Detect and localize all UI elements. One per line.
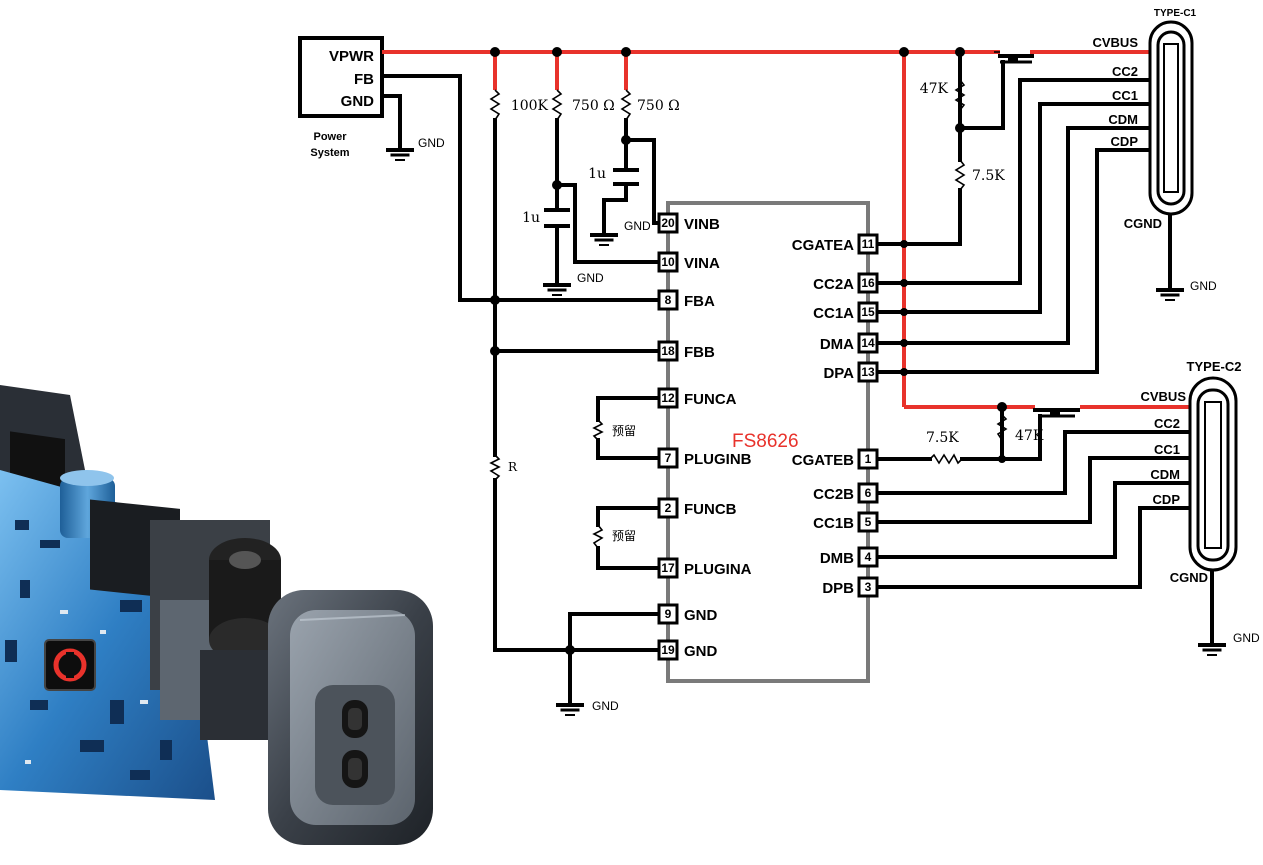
- label-47k-bot: 47K: [1015, 428, 1044, 444]
- svg-text:5: 5: [865, 515, 872, 529]
- label-750-2: 750 Ω: [637, 98, 680, 114]
- pin-label-cc2a: CC2A: [813, 276, 854, 293]
- label-r-fb: R: [508, 460, 518, 474]
- type-c2-title: TYPE-C2: [1187, 359, 1242, 374]
- pin-label-vinb: VINB: [684, 216, 720, 233]
- mosfet-2: [1033, 408, 1080, 427]
- svg-text:2: 2: [665, 501, 672, 515]
- power-system-caption-2: System: [310, 147, 349, 159]
- svg-text:18: 18: [661, 344, 675, 358]
- pin-label-dpb: DPB: [822, 580, 854, 597]
- pin-label-cc1b: CC1B: [813, 515, 854, 532]
- power-system-caption-1: Power: [313, 131, 347, 143]
- gnd-label-ic: GND: [592, 699, 619, 713]
- power-pin-fb: FB: [354, 71, 374, 88]
- capacitors: [544, 168, 639, 228]
- pin-label-dma: DMA: [820, 336, 854, 353]
- svg-text:6: 6: [865, 486, 872, 500]
- gnd-label-vina: GND: [577, 271, 604, 285]
- label-cap-left: 1u: [522, 210, 540, 226]
- svg-text:9: 9: [665, 607, 672, 621]
- svg-text:20: 20: [661, 216, 675, 230]
- svg-text:14: 14: [861, 336, 875, 350]
- pin-label-funcb: FUNCB: [684, 501, 737, 518]
- svg-text:3: 3: [865, 580, 872, 594]
- gnd-symbols: [386, 148, 1226, 716]
- pin-label-fba: FBA: [684, 293, 715, 310]
- resistors: [489, 79, 1008, 549]
- c1-pin-cgnd: CGND: [1124, 216, 1162, 231]
- gnd-label-vinb: GND: [624, 219, 651, 233]
- c1-pin-cc2: CC2: [1112, 64, 1138, 79]
- power-pin-vpwr: VPWR: [329, 48, 374, 65]
- charger-render-icon: [0, 385, 433, 845]
- svg-text:11: 11: [862, 237, 875, 251]
- svg-text:19: 19: [661, 643, 675, 657]
- type-c2-connector: TYPE-C2 CVBUS CC2 CC1 CDM CDP CGND: [1140, 359, 1241, 585]
- power-pin-gnd: GND: [341, 93, 375, 110]
- c1-pin-cvbus: CVBUS: [1092, 35, 1138, 50]
- wiring: [380, 50, 1214, 707]
- svg-text:12: 12: [661, 391, 675, 405]
- pin-label-dpa: DPA: [823, 365, 854, 382]
- power-rail: [382, 50, 1190, 409]
- c2-pin-cc1: CC1: [1154, 442, 1180, 457]
- c2-pin-cdp: CDP: [1153, 492, 1181, 507]
- pin-label-plugina: PLUGINA: [684, 561, 752, 578]
- label-750-1: 750 Ω: [572, 98, 615, 114]
- label-100k: 100K: [511, 98, 549, 114]
- gnd-label-c1: GND: [1190, 279, 1217, 293]
- c1-pin-cdp: CDP: [1111, 134, 1139, 149]
- type-c1-connector: TYPE-C1 CVBUS CC2 CC1 CDM CDP CGND: [1092, 8, 1196, 231]
- type-c1-title: TYPE-C1: [1154, 8, 1197, 19]
- pin-label-gnd-9: GND: [684, 607, 718, 624]
- c2-pin-cgnd: CGND: [1170, 570, 1208, 585]
- svg-text:8: 8: [665, 293, 672, 307]
- c2-pin-cc2: CC2: [1154, 416, 1180, 431]
- pin-label-gnd-19: GND: [684, 643, 718, 660]
- pin-label-pluginb: PLUGINB: [684, 451, 752, 468]
- svg-text:7: 7: [665, 451, 672, 465]
- pin-label-cc1a: CC1A: [813, 305, 854, 322]
- label-cap-mid: 1u: [588, 166, 606, 182]
- gnd-label-power: GND: [418, 136, 445, 150]
- pin-label-cc2b: CC2B: [813, 486, 854, 503]
- label-reserved-2: 预留: [612, 529, 636, 543]
- pin-label-dmb: DMB: [820, 550, 854, 567]
- pin-label-vina: VINA: [684, 255, 720, 272]
- c2-pin-cdm: CDM: [1150, 467, 1180, 482]
- ic-fs8626: FS8626: [666, 201, 870, 683]
- label-75k-top: 7.5K: [972, 168, 1005, 184]
- c2-pin-cvbus: CVBUS: [1140, 389, 1186, 404]
- chip-name: FS8626: [732, 431, 799, 452]
- gnd-labels: GND GND GND GND GND GND: [418, 136, 1260, 713]
- svg-text:13: 13: [861, 365, 875, 379]
- svg-text:1: 1: [865, 452, 872, 466]
- power-system-block: VPWR FB GND Power System: [298, 36, 384, 159]
- ic-right-pins: 11 CGATEA 16 CC2A 15 CC1A 14 DMA 13 DPA 1 CGAT…: [792, 233, 879, 598]
- c1-pin-cdm: CDM: [1108, 112, 1138, 127]
- label-reserved-1: 预留: [612, 424, 636, 438]
- component-labels: 100K 750 Ω 750 Ω 1u 1u R 预留 预留 47K 7.5K …: [508, 81, 1044, 543]
- pin-label-cgatea: CGATEA: [792, 237, 854, 254]
- label-47k-top: 47K: [920, 81, 949, 97]
- c1-pin-cc1: CC1: [1112, 88, 1138, 103]
- mosfet-1: [994, 51, 1034, 77]
- svg-text:10: 10: [661, 255, 675, 269]
- pin-label-fbb: FBB: [684, 344, 715, 361]
- pin-label-funca: FUNCA: [684, 391, 737, 408]
- svg-text:16: 16: [861, 276, 875, 290]
- pin-label-cgateb: CGATEB: [792, 452, 854, 469]
- svg-text:15: 15: [861, 305, 875, 319]
- svg-text:4: 4: [865, 550, 872, 564]
- junctions: [490, 47, 1007, 655]
- label-75k-bot: 7.5K: [926, 430, 959, 446]
- gnd-label-c2: GND: [1233, 631, 1260, 645]
- svg-text:17: 17: [661, 561, 675, 575]
